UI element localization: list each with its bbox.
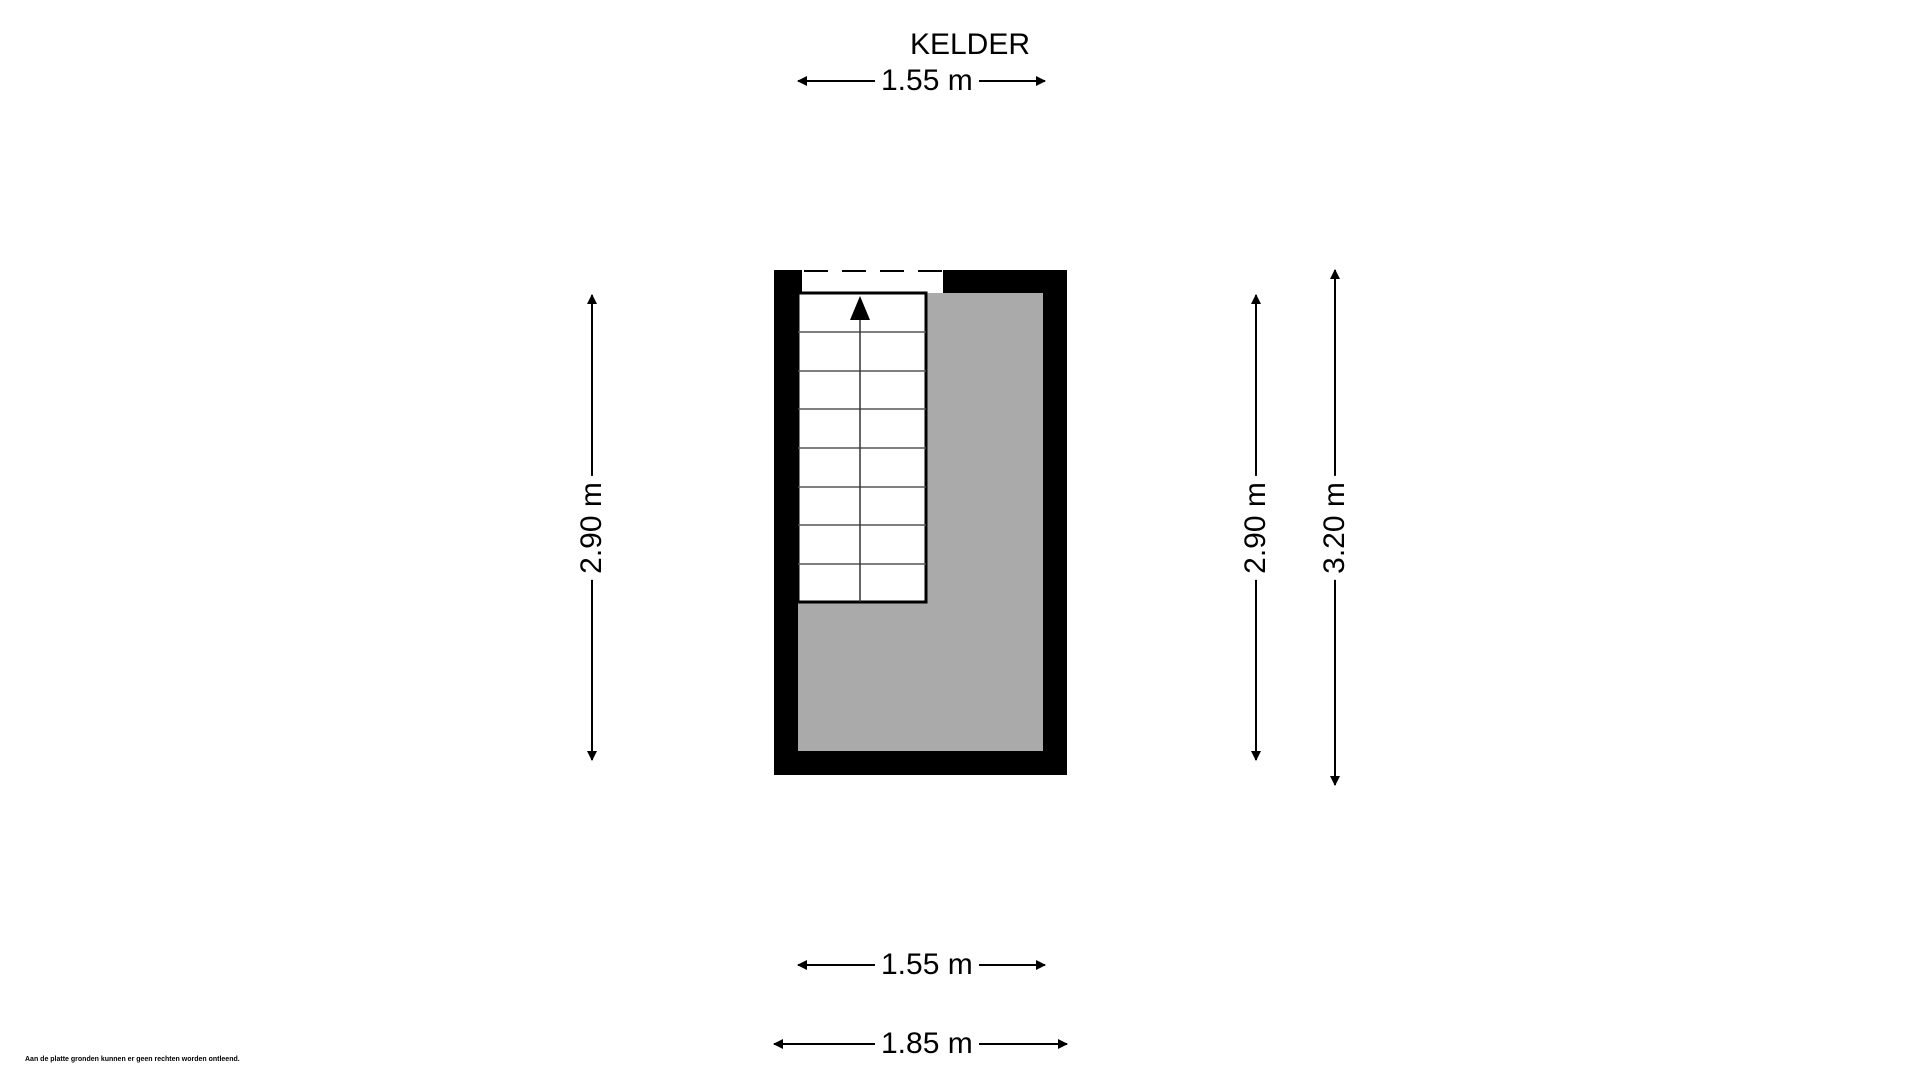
dim-left-height: 2.90 m (575, 476, 609, 580)
staircase (796, 291, 928, 604)
disclaimer-text: Aan de platte gronden kunnen er geen rec… (25, 1056, 240, 1063)
dim-bottom-outer-width: 1.85 m (875, 1027, 979, 1061)
dim-top-width: 1.55 m (875, 64, 979, 98)
dim-bottom-inner-width: 1.55 m (875, 948, 979, 982)
dim-right-inner-height: 2.90 m (1239, 476, 1273, 580)
floor-title: KELDER (909, 28, 1031, 61)
dim-right-outer-height: 3.20 m (1318, 476, 1352, 580)
stair-opening (802, 270, 943, 293)
stair-direction-arrow-icon (850, 296, 870, 320)
